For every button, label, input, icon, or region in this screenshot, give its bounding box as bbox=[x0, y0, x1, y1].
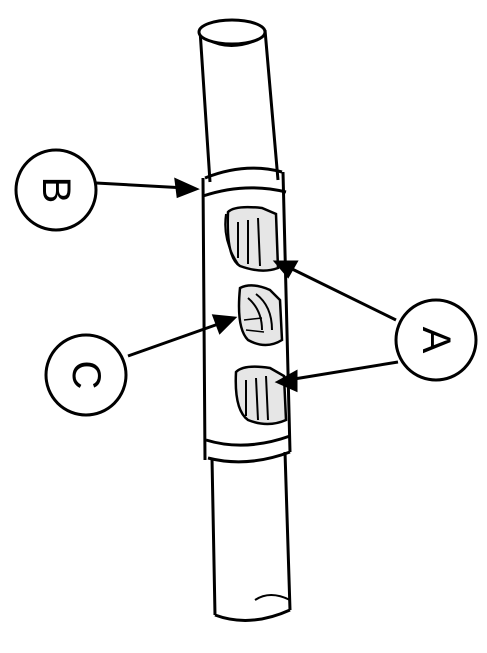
upper-tube-end bbox=[197, 18, 267, 46]
collar bbox=[201, 166, 292, 464]
middle-latch bbox=[237, 284, 284, 347]
callout-c: C bbox=[44, 333, 128, 417]
callout-b: B bbox=[14, 148, 98, 232]
leader-lines bbox=[95, 177, 399, 393]
tube bbox=[197, 18, 292, 622]
lower-latch bbox=[234, 365, 288, 426]
arrow-b bbox=[95, 181, 187, 190]
callout-a: A bbox=[394, 298, 478, 382]
callout-a-label: A bbox=[414, 327, 458, 354]
arrow-c bbox=[127, 320, 225, 358]
callout-b-label: B bbox=[34, 177, 78, 204]
lower-tube-segment bbox=[210, 451, 292, 616]
upper-tube-segment bbox=[198, 29, 280, 183]
callout-c-label: C bbox=[64, 361, 108, 390]
lower-tube-end bbox=[214, 608, 291, 622]
upper-latch bbox=[224, 205, 280, 272]
arrow-a-upper bbox=[285, 264, 397, 322]
arrow-a-lower bbox=[287, 360, 399, 382]
